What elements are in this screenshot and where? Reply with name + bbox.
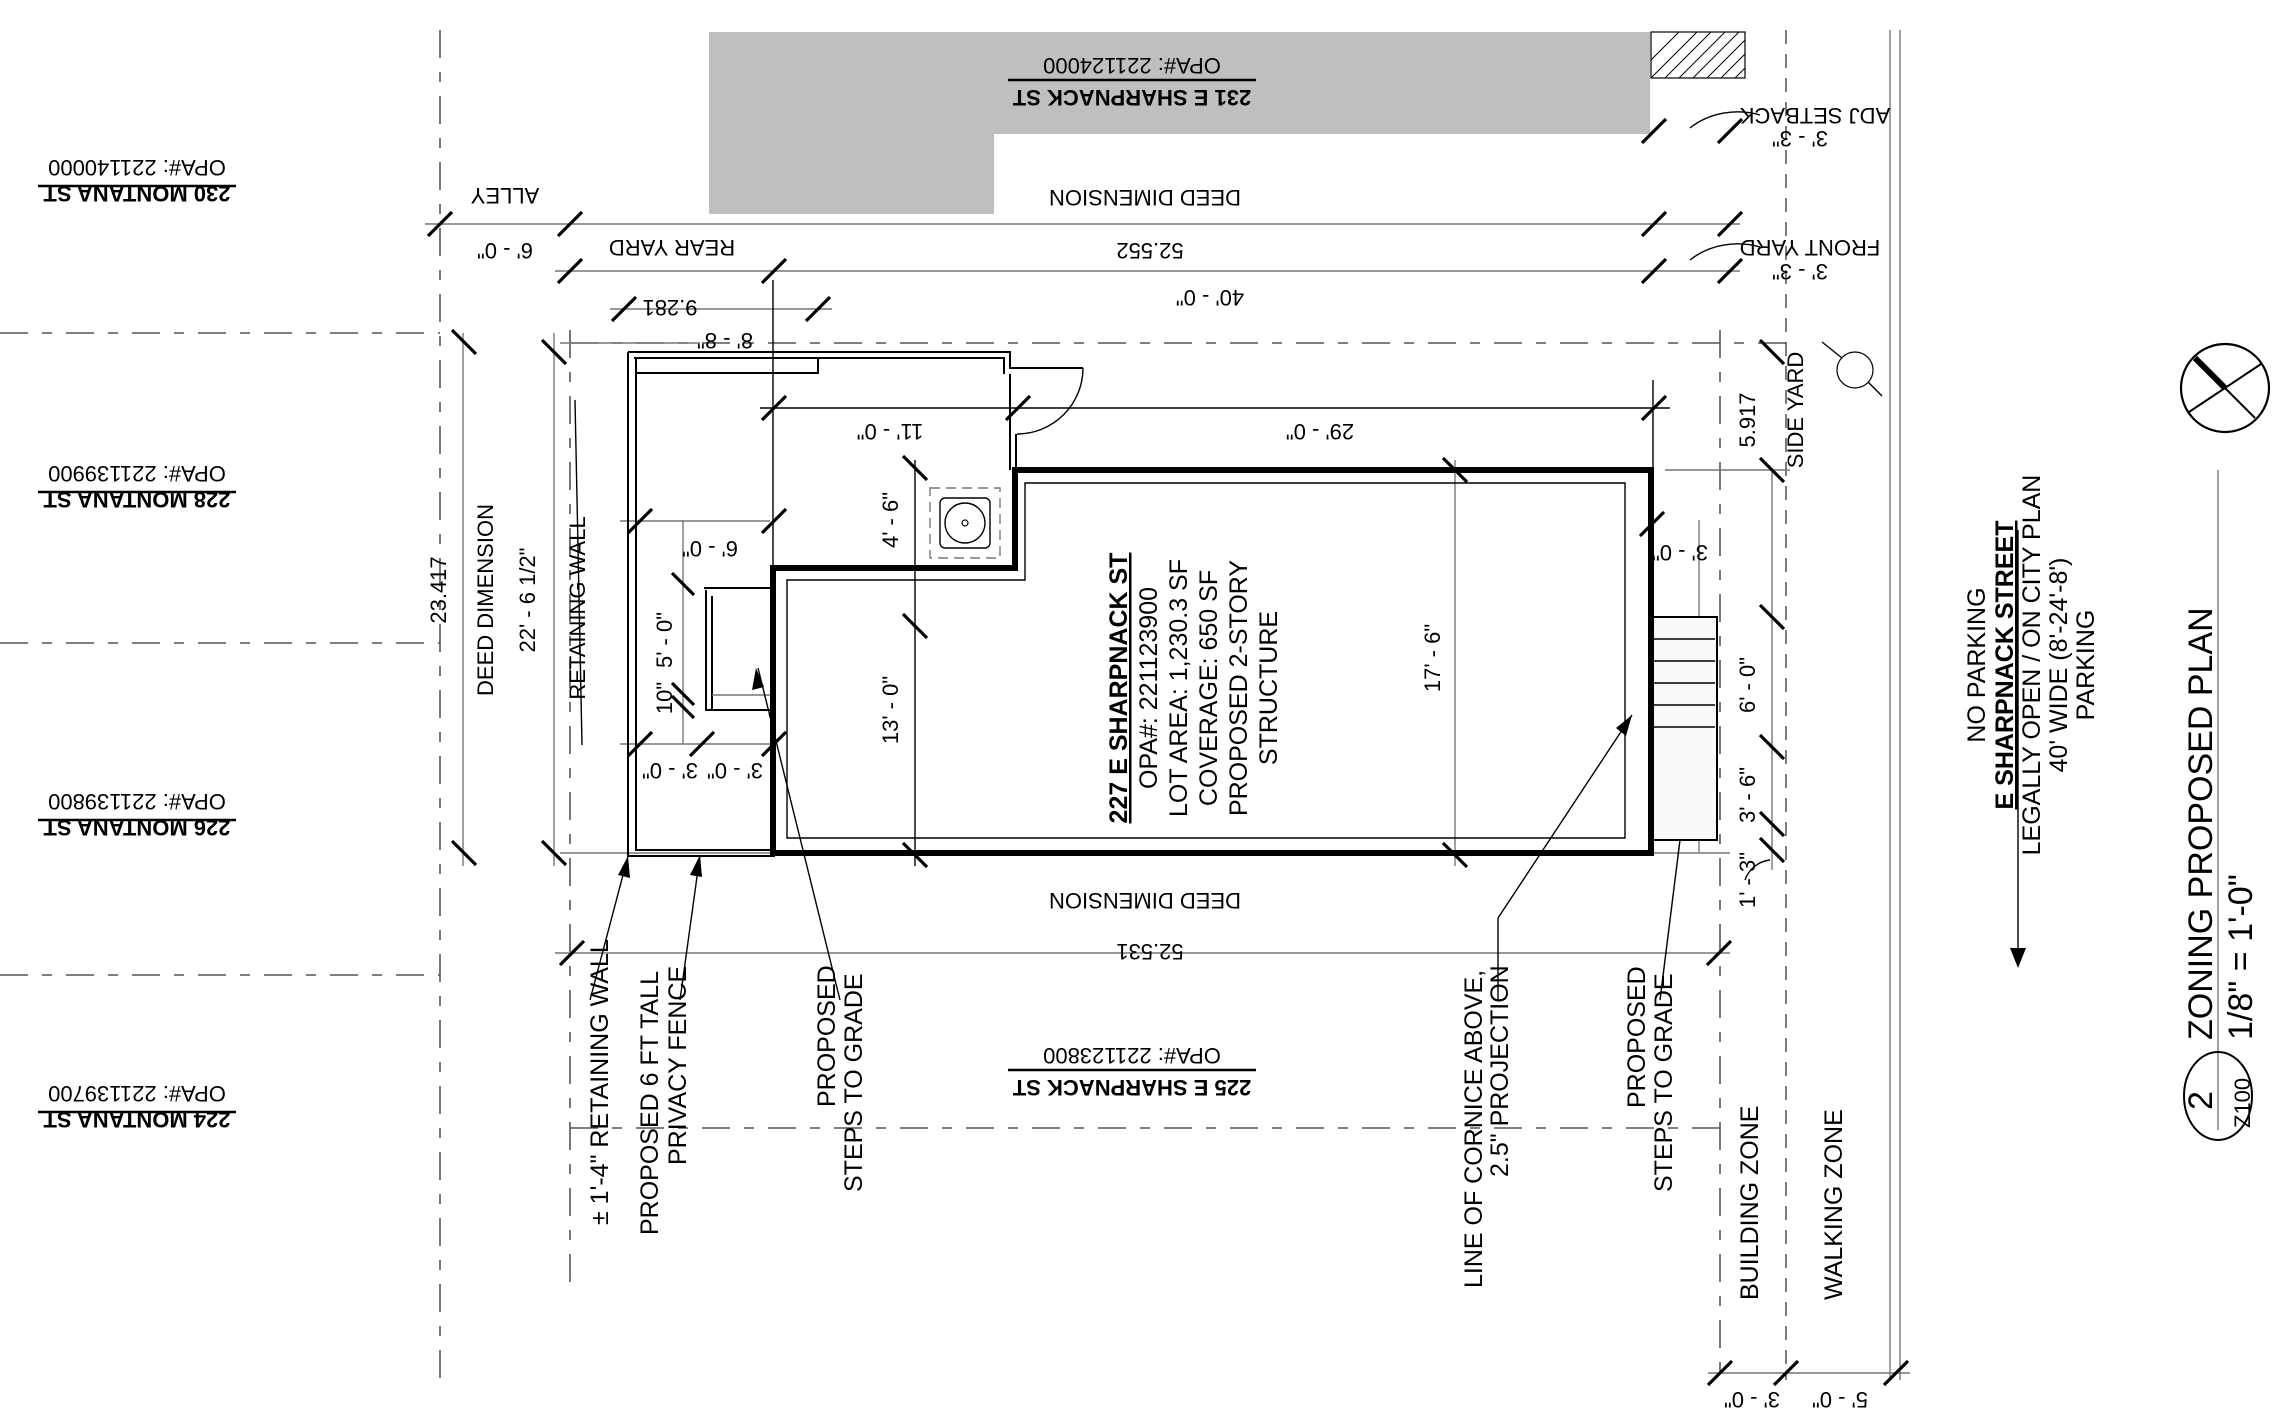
side-yard-dimension: 5.917	[1735, 392, 1760, 447]
street-direction-arrow	[2010, 530, 2026, 968]
steps-length-dimension: 5' - 0"	[652, 612, 677, 668]
rear-width-total-dimension: 13' - 0"	[878, 676, 903, 744]
rear-yard-dimension: 8' - 8"	[697, 328, 753, 353]
subject-description-1: PROPOSED 2-STORY	[1225, 560, 1253, 816]
front-steps	[1652, 616, 1718, 841]
street-width: 40' WIDE (8'-24'-8')	[2045, 558, 2073, 773]
rear-steps-callout-1: PROPOSED	[813, 965, 841, 1107]
street-parking: PARKING	[2072, 610, 2100, 721]
side-yard-label: SIDE YARD	[1783, 352, 1808, 469]
detail-number: 2	[2182, 1091, 2220, 1110]
rear-width-a-dimension: 3' - 0"	[642, 758, 698, 783]
drawing-scale: 1/8" = 1'-0"	[2222, 874, 2260, 1040]
front-steps-callout-1: PROPOSED	[1623, 966, 1651, 1108]
notch-depth-dimension: 4' - 6"	[878, 492, 903, 548]
neighbor-opa: OPA#: 221139800	[48, 789, 226, 814]
retaining-wall-callout: ± 1'-4" RETAINING WALL	[586, 939, 614, 1225]
fence-callout-1: PROPOSED 6 FT TALL	[636, 971, 664, 1235]
street-status: LEGALLY OPEN / ON CITY PLAN	[2018, 475, 2046, 856]
rear-offset-dimension: 6' - 0"	[682, 536, 738, 561]
retaining-wall-label: RETAINING WALL	[565, 516, 590, 699]
alley-label: ALLEY	[470, 183, 539, 208]
subject-lot-area: LOT AREA: 1,230.3 SF	[1165, 559, 1193, 817]
front-yard-dimension: 3' - 3"	[1772, 259, 1828, 284]
front-steps-callout-2: STEPS TO GRADE	[1650, 973, 1678, 1192]
fence-callout-2: PRIVACY FENCE	[664, 966, 692, 1165]
title-block: ZONING PROPOSED PLAN 1/8" = 1'-0" 2 Z100	[2182, 470, 2260, 1141]
proposed-building	[770, 467, 1654, 856]
front-step-offset-dimension: 3' - 0"	[1652, 540, 1708, 565]
equipment-pad	[929, 487, 1001, 559]
neighbor-building-231	[709, 32, 1650, 214]
deed-dimension-left-label: DEED DIMENSION	[473, 504, 498, 696]
street-label: NO PARKING E SHARPNACK STREET LEGALLY OP…	[1963, 475, 2100, 856]
neighbor-228: 228 MONTANA ST OPA#: 221139900	[38, 461, 236, 512]
subject-description-2: STRUCTURE	[1255, 611, 1283, 765]
deed-bottom-dimension: 52.531	[1116, 939, 1183, 964]
dimension-ticks	[426, 117, 1910, 1387]
drawing-title: ZONING PROPOSED PLAN	[2182, 607, 2220, 1040]
front-end-dimension: 1' - 3"	[1735, 852, 1760, 908]
building-zone-dimension: 3' - 0"	[1724, 1387, 1780, 1412]
no-parking-label: NO PARKING	[1963, 587, 1991, 742]
subject-address: 227 E SHARPNACK ST	[1105, 553, 1133, 824]
neighbor-opa: OPA#: 221140000	[48, 155, 226, 180]
cornice-callout-1: LINE OF CORNICE ABOVE,	[1460, 970, 1488, 1288]
front-yard-label: FRONT YARD	[1740, 235, 1881, 260]
alley-dimension: 6' - 0"	[477, 238, 533, 263]
subject-coverage: COVERAGE: 650 SF	[1195, 570, 1223, 806]
tree-symbol-icon	[1821, 341, 1883, 397]
walking-zone-label: WALKING ZONE	[1820, 1109, 1848, 1300]
rear-section-dimension: 11' - 0"	[857, 419, 924, 444]
building-zone-label: BUILDING ZONE	[1736, 1106, 1764, 1300]
deed-top-dimension: 52.552	[1116, 238, 1183, 263]
rear-yard-label: REAR YARD	[609, 235, 735, 260]
sheet-number: Z100	[2230, 1078, 2255, 1128]
steps-gap-dimension: 10"	[652, 682, 677, 714]
adjacent-hatch	[1650, 31, 1746, 79]
rear-steps-callout-2: STEPS TO GRADE	[840, 973, 868, 1192]
deed-left-survey-dimension: 23.417	[426, 556, 451, 623]
street-name: E SHARPNACK STREET	[1991, 521, 2019, 810]
property-lines	[0, 30, 1901, 1380]
front-section-dimension: 29' - 0"	[1286, 419, 1354, 444]
front-steps-width-dimension: 6' - 0"	[1735, 657, 1760, 713]
front-width-dimension: 17' - 6"	[1420, 624, 1445, 692]
vertical-labels: 23.417 DEED DIMENSION 22' - 6 1/2" RETAI…	[426, 352, 2100, 1300]
inverted-labels: ALLEY 6' - 0" REAR YARD DEED DIMENSION 5…	[470, 103, 1890, 1412]
building-length-dimension: 40' - 0"	[1176, 285, 1244, 310]
walking-zone-dimension: 5' - 0"	[1812, 1387, 1868, 1412]
neighbor-224: 224 MONTANA ST OPA#: 221139700	[38, 1081, 236, 1132]
neighbor-address: 225 E SHARPNACK ST	[1012, 1075, 1251, 1100]
subject-property-label: 227 E SHARPNACK ST OPA#: 221123900 LOT A…	[1105, 553, 1283, 824]
neighbor-opa: OPA#: 221124000	[1043, 53, 1221, 78]
leader-lines	[574, 111, 1771, 1001]
neighbor-opa: OPA#: 221139900	[48, 461, 226, 486]
cornice-callout-2: 2.5" PROJECTION	[1486, 965, 1514, 1177]
adj-setback-label: ADJ SETBACK	[1739, 103, 1890, 128]
rear-yard-survey-dimension: 9.281	[642, 295, 697, 320]
deed-dimension-top-label: DEED DIMENSION	[1049, 185, 1241, 210]
neighbor-opa: OPA#: 221123800	[1043, 1043, 1221, 1068]
neighbor-230: 230 MONTANA ST OPA#: 221140000	[38, 155, 236, 206]
neighbor-opa: OPA#: 221139700	[48, 1081, 226, 1106]
deed-left-dimension: 22' - 6 1/2"	[515, 548, 540, 653]
north-arrow-icon	[2179, 342, 2271, 434]
deed-dimension-bottom-label: DEED DIMENSION	[1049, 888, 1241, 913]
neighbor-231: 231 E SHARPNACK ST OPA#: 221124000	[1008, 53, 1256, 110]
neighbor-address: 231 E SHARPNACK ST	[1012, 85, 1251, 110]
adj-setback-dimension: 3' - 3"	[1772, 126, 1828, 151]
neighbor-225: 225 E SHARPNACK ST OPA#: 221123800	[1008, 1043, 1256, 1100]
front-landing-dimension: 3' - 6"	[1735, 767, 1760, 823]
neighbor-226: 226 MONTANA ST OPA#: 221139800	[38, 789, 236, 840]
rear-width-b-dimension: 3' - 0"	[707, 758, 763, 783]
subject-opa: OPA#: 221123900	[1135, 587, 1163, 789]
